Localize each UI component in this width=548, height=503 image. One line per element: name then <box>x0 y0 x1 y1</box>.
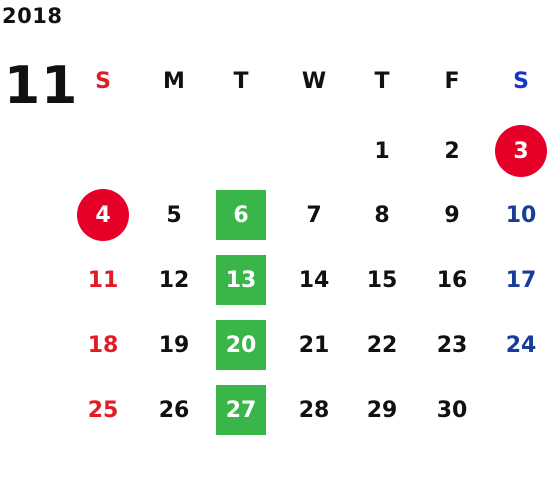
day-cell: 28 <box>298 397 330 423</box>
weekday-header-tue: T <box>233 69 249 94</box>
day-cell: 18 <box>87 332 119 358</box>
day-cell-highlighted: 20 <box>216 320 266 370</box>
day-cell: 1 <box>374 138 390 164</box>
month-number: 11 <box>4 56 79 116</box>
day-cell-highlighted: 27 <box>216 385 266 435</box>
day-cell: 8 <box>374 202 390 228</box>
day-cell: 30 <box>436 397 468 423</box>
day-cell: 17 <box>505 267 537 293</box>
day-cell: 9 <box>444 202 460 228</box>
day-cell: 7 <box>306 202 322 228</box>
weekday-header-sun: S <box>95 69 111 94</box>
day-cell: 5 <box>166 202 182 228</box>
weekday-header-fri: F <box>444 69 460 94</box>
day-cell: 24 <box>505 332 537 358</box>
day-cell: 26 <box>158 397 190 423</box>
day-cell: 2 <box>444 138 460 164</box>
day-cell-holiday: 4 <box>77 189 129 241</box>
day-cell-highlighted: 13 <box>216 255 266 305</box>
day-cell-highlighted: 6 <box>216 190 266 240</box>
day-cell: 25 <box>87 397 119 423</box>
weekday-header-sat: S <box>513 69 529 94</box>
weekday-header-wed: W <box>301 69 327 94</box>
weekday-header-mon: M <box>163 69 185 94</box>
day-cell-holiday: 3 <box>495 125 547 177</box>
year-label: 2018 <box>2 4 63 28</box>
day-cell: 15 <box>366 267 398 293</box>
day-cell: 10 <box>505 202 537 228</box>
day-cell: 14 <box>298 267 330 293</box>
day-cell: 21 <box>298 332 330 358</box>
day-cell: 16 <box>436 267 468 293</box>
day-cell: 29 <box>366 397 398 423</box>
day-cell: 23 <box>436 332 468 358</box>
day-cell: 22 <box>366 332 398 358</box>
day-cell: 11 <box>87 267 119 293</box>
weekday-header-thu: T <box>374 69 390 94</box>
day-cell: 19 <box>158 332 190 358</box>
day-cell: 12 <box>158 267 190 293</box>
